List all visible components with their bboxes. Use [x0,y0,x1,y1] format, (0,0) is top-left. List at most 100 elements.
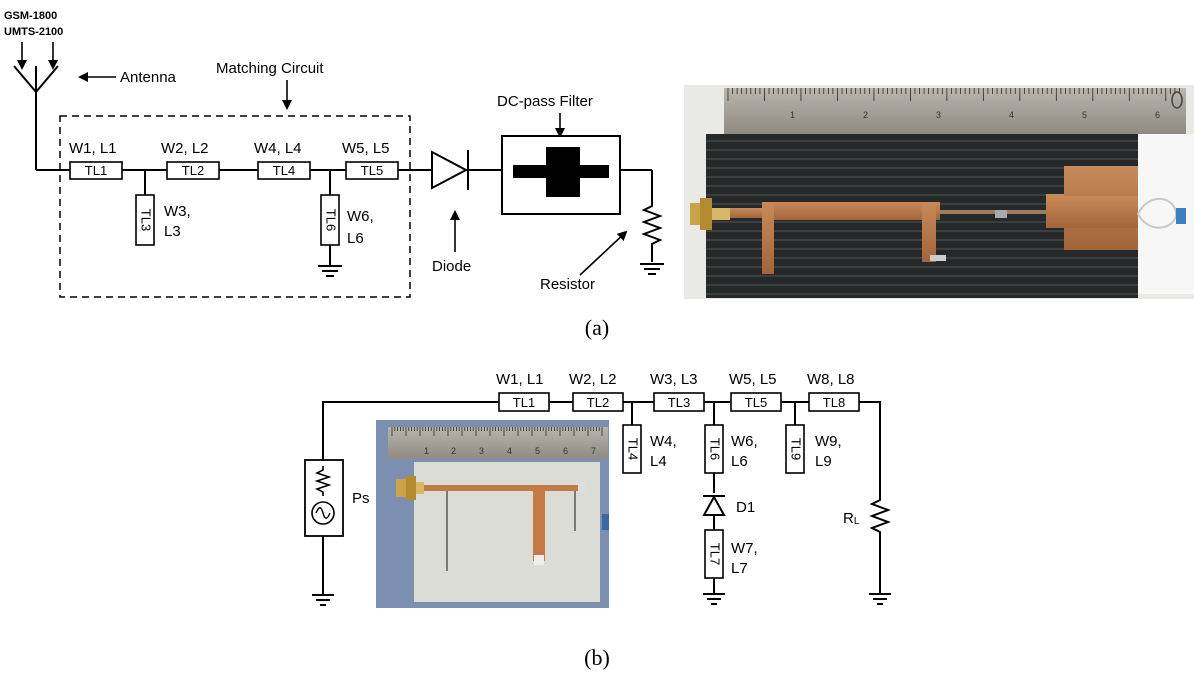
ground-icon-a1 [318,245,342,277]
ruler-a-number-3: 3 [936,110,941,120]
ruler-b-number-2: 2 [451,446,456,456]
tl5-b-box [730,392,782,412]
dim-label-w4-l4: W4, L4 [254,140,302,157]
tl3-b-label: TL3 [668,395,690,410]
resistor-pointer-arrow [579,230,628,276]
sma-connector-b-icon [396,476,424,500]
tl2-b-box [572,392,624,412]
load-resistor-a [1176,208,1186,224]
tl1-b-box [498,392,550,412]
ruler-a-number-4: 4 [1009,110,1014,120]
source-label: Ps [352,490,370,507]
panel-a-schematic: GSM-1800 UMTS-2100 Antenna Matching Circ… [4,10,664,298]
ruler-b-number-1: 1 [424,446,429,456]
dim-b-w1-l1: W1, L1 [496,371,544,388]
diode-d1-icon [702,494,726,516]
ac-source-icon [311,501,335,525]
dim-b-l9: L9 [815,453,832,470]
panel-b-schematic: W1, L1 W2, L2 W3, L3 W5, L5 W8, L8 TL1 T… [304,371,891,606]
ground-icon-b-tl7 [703,578,725,605]
tl1-b-label: TL1 [513,395,535,410]
dim-b-l4: L4 [650,453,667,470]
tl5-box [345,161,399,180]
tl2-b-label: TL2 [587,395,609,410]
dim-label-w3: W3, [164,203,191,220]
tl9-b-stub-box [785,424,805,474]
dim-label-l6: L6 [347,230,364,247]
load-resistor-label: RL [843,510,860,527]
dim-b-w7: W7, [731,540,758,557]
panel-a-photo: 1 2 3 4 5 6 [684,85,1194,299]
tl2-label: TL2 [182,163,204,178]
dim-b-w9: W9, [815,433,842,450]
tl3-stub-box [135,194,155,246]
ruler-a-ticks [727,88,1180,101]
tl8-b-label: TL8 [823,395,845,410]
tl5-label: TL5 [361,163,383,178]
band-label-gsm: GSM-1800 [4,10,57,22]
dim-b-w4: W4, [650,433,677,450]
diode-label: Diode [432,258,471,275]
band-label-umts: UMTS-2100 [4,26,63,38]
tl7-b-stub-label: TL7 [708,543,723,565]
tl4-box [257,161,311,180]
ruler-b [388,427,608,459]
diode-component-a [995,210,1007,218]
tl8-b-box [808,392,860,412]
panel-b-photo: 1 2 3 4 5 6 7 [376,420,609,608]
ground-icon-b-load [869,593,891,605]
ruler-b-number-3: 3 [479,446,484,456]
via-b [534,555,544,565]
diode-component-b [578,482,586,492]
tl3-b-box [653,392,705,412]
sma-connector-a-icon [690,198,730,230]
ruler-b-ticks [391,427,603,436]
dim-b-w2-l2: W2, L2 [569,371,617,388]
tl6-b-stub-label: TL6 [708,438,723,460]
diode-d1-label: D1 [736,499,755,516]
dim-b-l6: L6 [731,453,748,470]
ruler-a-number-6: 6 [1155,110,1160,120]
ruler-b-number-4: 4 [507,446,512,456]
source-impedance-icon [314,466,332,496]
ruler-a-number-1: 1 [790,110,795,120]
tl4-label: TL4 [273,163,295,178]
diode-icon [431,150,469,190]
tl6-stub-label: TL6 [324,209,339,231]
dim-b-w5-l5: W5, L5 [729,371,777,388]
tl4-b-stub-label: TL4 [626,438,641,460]
caption-a: (a) [585,315,609,340]
load-resistor-icon [869,495,891,594]
tl3-stub-label: TL3 [139,209,154,231]
dim-b-w6: W6, [731,433,758,450]
ground-icon-b-source [312,594,334,606]
resistor-icon [641,200,663,262]
load-component-b [602,514,609,530]
ruler-a-hole [1171,91,1183,109]
dim-label-w6: W6, [347,208,374,225]
dim-b-l7: L7 [731,560,748,577]
tl5-b-label: TL5 [745,395,767,410]
dim-label-l3: L3 [164,223,181,240]
matching-circuit-boundary [59,115,411,298]
tl1-box [69,161,123,180]
via-a [930,255,946,261]
antenna-icon [13,65,59,170]
pcb-b-board [414,462,600,602]
tl4-b-stub-box [622,424,642,474]
dim-b-w3-l3: W3, L3 [650,371,698,388]
matching-circuit-label: Matching Circuit [216,60,324,77]
dc-filter-label: DC-pass Filter [497,93,593,110]
resistor-label: Resistor [540,276,595,293]
tl9-b-stub-label: TL9 [789,438,804,460]
ground-icon-a2 [640,263,664,275]
tl2-box [166,161,220,180]
dc-filter-stub-shape [513,147,609,197]
dim-label-w2-l2: W2, L2 [161,140,209,157]
dim-label-w5-l5: W5, L5 [342,140,390,157]
ruler-a-number-5: 5 [1082,110,1087,120]
dim-label-w1-l1: W1, L1 [69,140,117,157]
tl1-label: TL1 [85,163,107,178]
ruler-b-number-6: 6 [563,446,568,456]
